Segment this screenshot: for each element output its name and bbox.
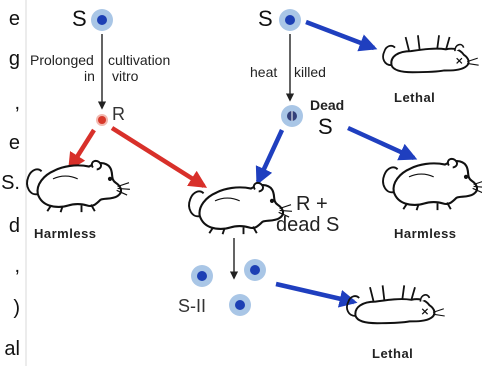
s-strain-cell-icon xyxy=(279,9,301,31)
in-label: in xyxy=(84,68,95,84)
killed-label: killed xyxy=(294,64,326,80)
heat-label: heat xyxy=(250,64,277,80)
r-to-harmless-arrow xyxy=(70,130,94,168)
dead-s-mixture-label: dead S xyxy=(276,215,339,236)
harmless-left-label: Harmless xyxy=(34,226,97,241)
s-strain-label: S xyxy=(258,6,273,32)
vitro-label: vitro xyxy=(112,68,138,84)
s-ii-cell-icon xyxy=(244,259,266,281)
s-ii-cell-icon xyxy=(229,294,251,316)
dead-s-to-harmless-arrow xyxy=(348,128,414,158)
mouse-harmless-right-icon xyxy=(383,159,482,210)
s-ii-label: S-II xyxy=(178,296,206,317)
cultivation-label: cultivation xyxy=(108,52,170,68)
prolonged-label: Prolonged xyxy=(30,52,94,68)
s-ii-cell-icon xyxy=(191,265,213,287)
mouse-lethal-top-icon xyxy=(383,35,479,72)
harmless-right-label: Harmless xyxy=(394,226,457,241)
lethal-bottom-label: Lethal xyxy=(372,346,413,361)
s-to-lethal-arrow xyxy=(306,22,374,48)
r-to-mixture-arrow xyxy=(112,128,204,186)
s-strain-cell-icon xyxy=(91,9,113,31)
dead-label: Dead xyxy=(310,97,344,113)
s-ii-to-lethal-arrow xyxy=(276,284,354,302)
dead-s-to-mixture-arrow xyxy=(258,130,282,182)
s-strain-label: S xyxy=(72,6,87,32)
mouse-lethal-bottom-icon xyxy=(347,285,445,323)
lethal-top-label: Lethal xyxy=(394,90,435,105)
dead-s-cell-icon xyxy=(281,105,303,127)
dead-s-label: S xyxy=(318,114,333,140)
r-strain-cell-icon xyxy=(96,114,108,126)
r-strain-label: R xyxy=(112,104,125,125)
r-plus-label: R + xyxy=(296,194,328,215)
mouse-harmless-left-icon xyxy=(27,161,130,212)
